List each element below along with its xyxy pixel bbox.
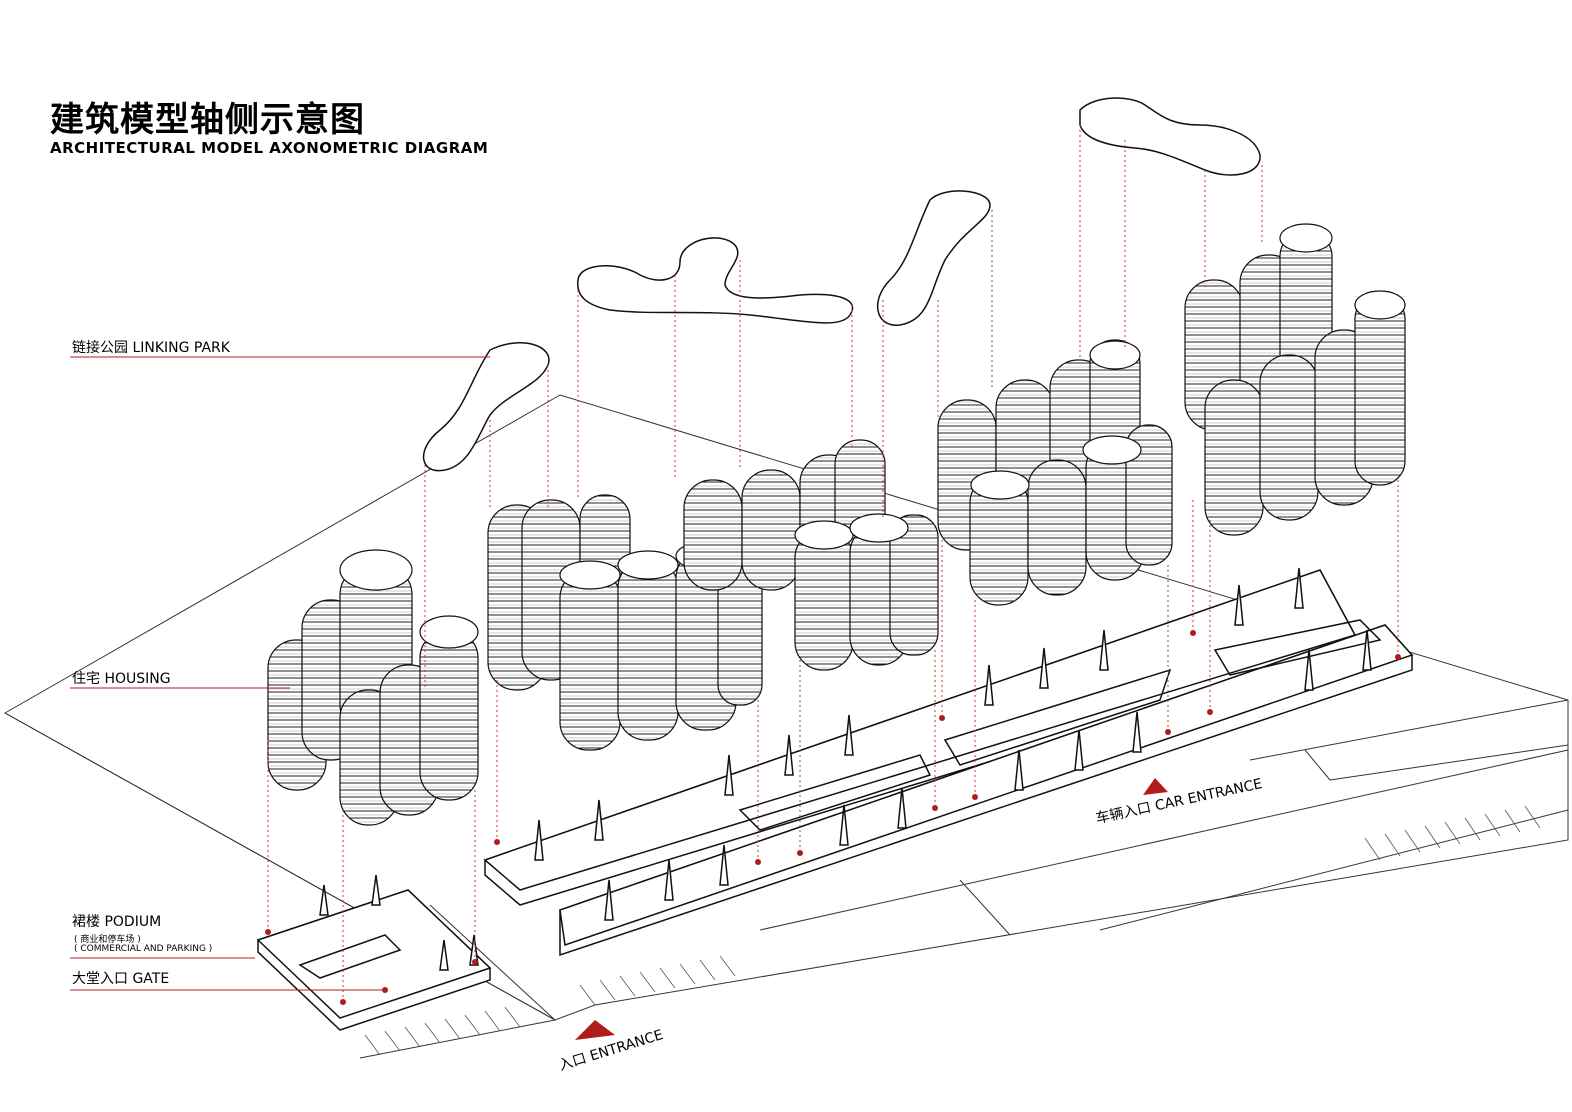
car-entrance-arrow-icon [1143, 778, 1168, 795]
site-ground [3, 394, 1569, 1059]
projection-guides [267, 125, 1399, 1000]
diagram-title-en: ARCHITECTURAL MODEL AXONOMETRIC DIAGRAM [50, 139, 489, 157]
diagram-title-zh: 建筑模型轴侧示意图 [50, 100, 365, 140]
entrance-arrow-icon [575, 1020, 615, 1040]
podium-left [256, 889, 492, 1031]
housing-towers [267, 223, 1406, 826]
podium-sub-zh: ( 商业和停车场 ) [74, 935, 141, 945]
podium-label: 裙楼 PODIUM [72, 914, 162, 930]
podium-skylights [319, 567, 1372, 971]
road-hatching [364, 805, 1541, 1056]
housing-label: 住宅 HOUSING [72, 671, 171, 687]
leader-lines [70, 356, 490, 991]
podium-sub-en: ( COMMERCIAL AND PARKING ) [74, 944, 213, 954]
linking-park-shapes [423, 97, 1261, 472]
podium-right [559, 619, 1414, 957]
gate-label: 大堂入口 GATE [72, 971, 170, 987]
linking-park-label: 链接公园 LINKING PARK [72, 340, 230, 356]
